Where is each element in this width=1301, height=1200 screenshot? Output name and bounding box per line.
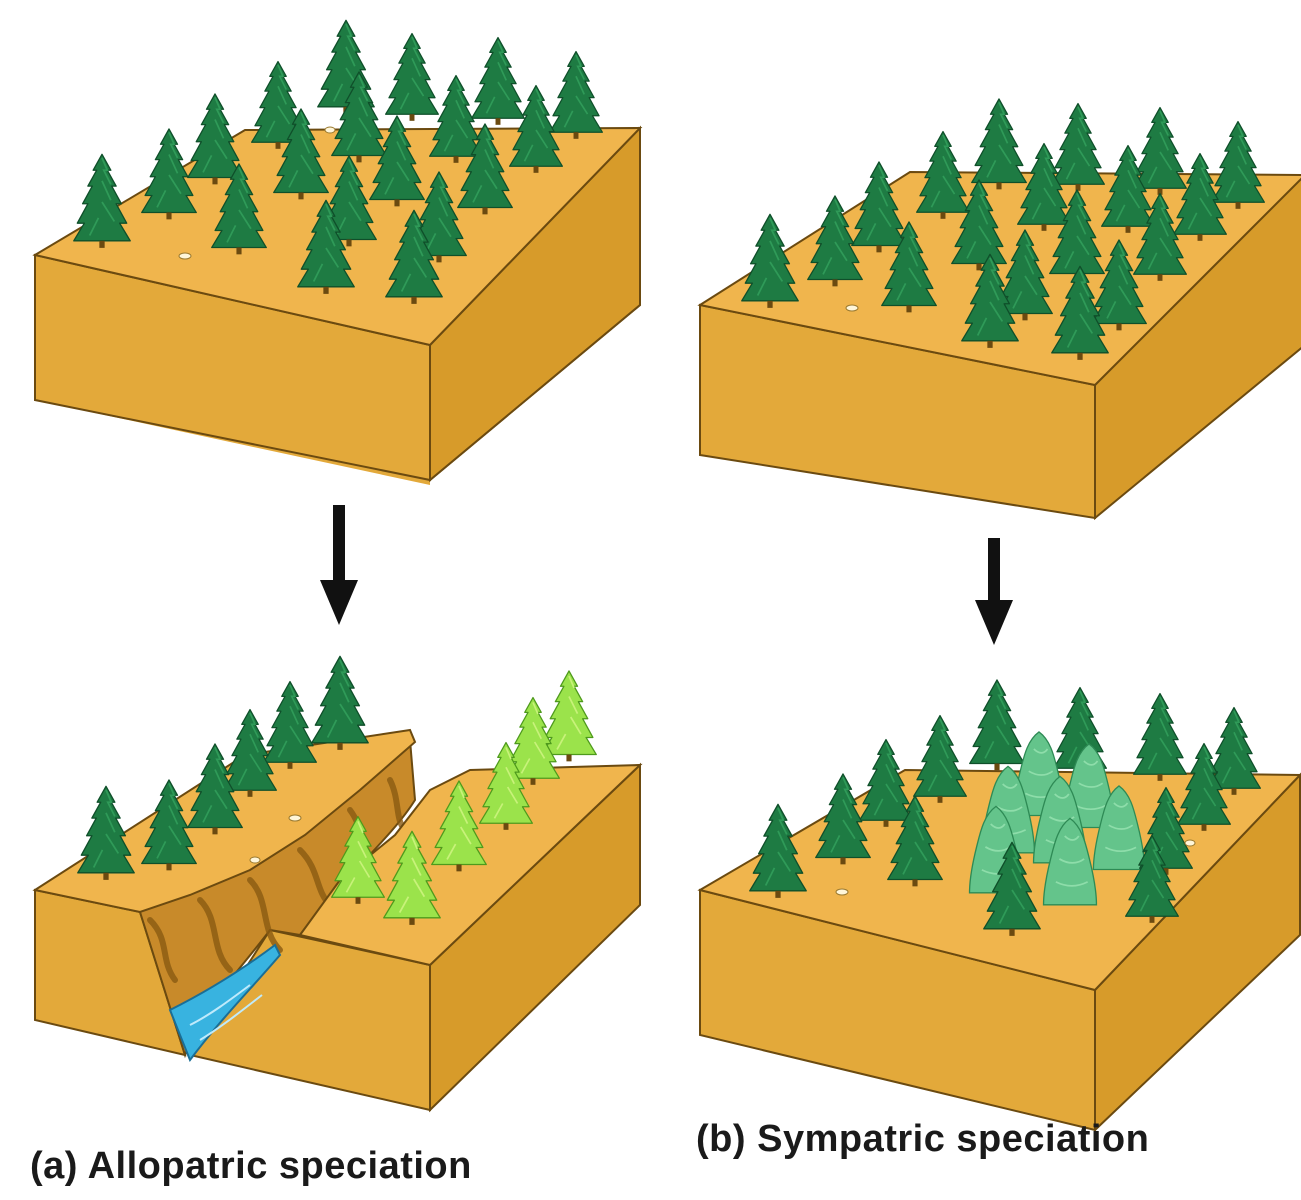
- caption-allopatric: (a) Allopatric speciation: [30, 1145, 472, 1188]
- block-allopatric: [32, 655, 643, 1113]
- pebble: [178, 252, 192, 260]
- caption-label-a: (a): [30, 1145, 78, 1187]
- pebble: [288, 814, 302, 822]
- block-sympatric: [697, 679, 1301, 1133]
- pebble: [845, 304, 859, 312]
- caption-text-b: Sympatric speciation: [757, 1118, 1150, 1160]
- arrow-down-left: [320, 505, 358, 625]
- arrow-down-right: [975, 538, 1013, 645]
- caption-sympatric: (b) Sympatric speciation: [696, 1118, 1149, 1161]
- block-original-population-b: [697, 98, 1301, 521]
- caption-text-a: Allopatric speciation: [87, 1145, 472, 1187]
- block-original-population-a: [32, 19, 643, 485]
- pebble: [835, 888, 849, 896]
- caption-label-b: (b): [696, 1118, 747, 1160]
- pebble: [1184, 839, 1196, 847]
- pebble: [324, 126, 336, 134]
- pebble: [249, 856, 261, 864]
